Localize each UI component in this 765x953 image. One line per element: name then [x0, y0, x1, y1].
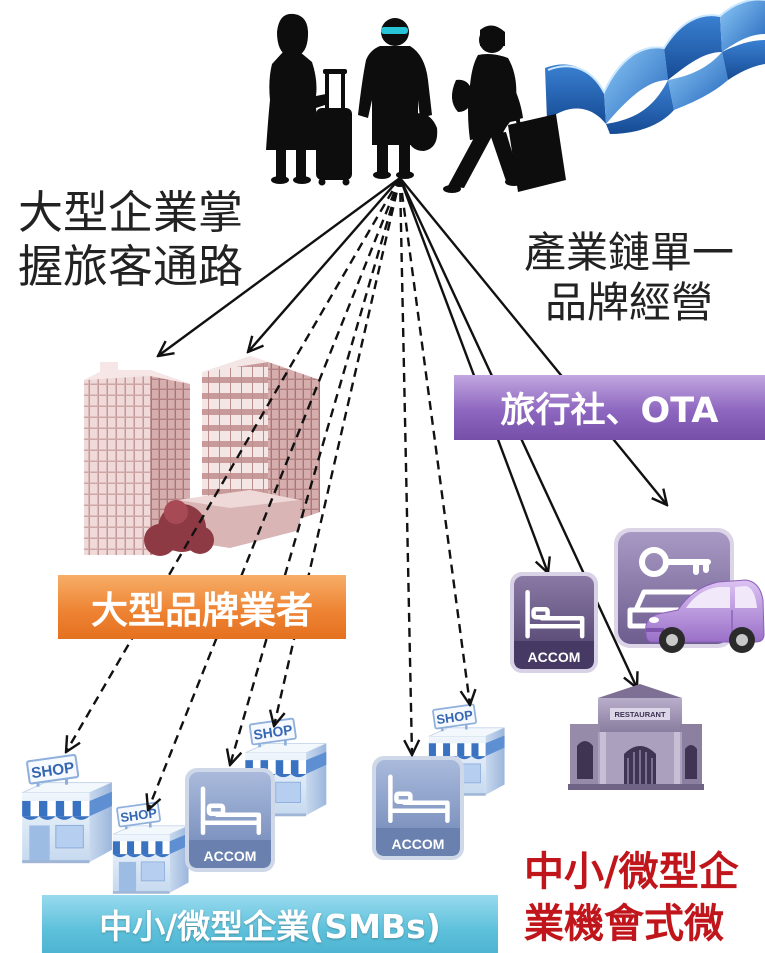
- large-brand-operators-banner: 大型品牌業者: [58, 575, 346, 639]
- accommodation-icon: ACCOM: [185, 768, 275, 872]
- caption-line: 品牌經營: [544, 278, 713, 327]
- accommodation-icon: ACCOM: [510, 572, 598, 673]
- travelers-silhouette-icon: [266, 13, 566, 193]
- dashed-arrow-to-accom-right: [398, 177, 412, 755]
- bed-icon: [388, 774, 450, 824]
- smb-decline-caption: 中小/微型企 業機會式微: [524, 846, 739, 950]
- smb-banner: 中小/微型企業(SMBs): [42, 895, 498, 953]
- bed-icon: [525, 589, 585, 639]
- caption-line: 產業鏈單一: [523, 228, 734, 277]
- accommodation-icon: ACCOM: [372, 756, 464, 860]
- caption-line: 中小/微型企: [524, 849, 739, 895]
- man-traveler-center: [358, 18, 438, 179]
- travel-agency-ota-banner: 旅行社、OTA: [454, 375, 765, 440]
- dashed-arrow-to-shop-1: [66, 177, 402, 752]
- car-icon: [645, 579, 765, 653]
- dashed-arrow-to-shop-4: [398, 177, 470, 705]
- shop-sign: SHOP: [248, 717, 297, 746]
- dashed-arrow-to-shop-2: [148, 177, 402, 810]
- accom-label: ACCOM: [528, 649, 581, 665]
- shop-sign-label: SHOP: [30, 759, 75, 782]
- shop-icon: SHOP: [21, 753, 113, 864]
- key-icon: [639, 547, 711, 577]
- shop-sign: SHOP: [432, 703, 477, 730]
- shop-sign-label: SHOP: [436, 707, 475, 727]
- caption-single-brand-chain: 產業鏈單一 品牌經營: [516, 228, 742, 328]
- accom-label: ACCOM: [204, 848, 257, 864]
- restaurant-icon: RESTAURANT: [568, 684, 704, 790]
- solid-arrow-to-tower-right: [248, 177, 401, 352]
- caption-line: 大型企業掌: [18, 186, 244, 239]
- dashed-arrow-to-accom-left: [230, 177, 402, 765]
- man-traveler-walking: [443, 25, 566, 193]
- bed-icon: [200, 786, 262, 836]
- shop-sign: SHOP: [26, 753, 80, 785]
- smb-shops: SHOP SHOP SHOP SHOP: [21, 703, 505, 894]
- solid-arrow-to-car-rental: [399, 177, 667, 505]
- goggles-icon: [381, 27, 408, 34]
- caption-line: 握旅客通路: [18, 240, 244, 293]
- shop-icon: SHOP: [112, 801, 189, 894]
- hotel-buildings-icon: [84, 356, 320, 556]
- accom-label: ACCOM: [392, 836, 445, 852]
- restaurant-sign-label: RESTAURANT: [614, 710, 666, 719]
- smb-accommodations: ACCOM ACCOM: [185, 756, 464, 872]
- ribbon-graphic: [545, 0, 765, 134]
- woman-traveler: [266, 13, 352, 186]
- solid-arrow-to-tower-left: [158, 177, 401, 356]
- caption-large-enterprise-control: 大型企業掌 握旅客通路: [18, 186, 243, 294]
- shop-sign: SHOP: [116, 801, 161, 828]
- caption-line: 業機會式微: [524, 901, 724, 947]
- ota-accommodation: ACCOM: [510, 572, 598, 673]
- tree-decoration: [144, 500, 214, 556]
